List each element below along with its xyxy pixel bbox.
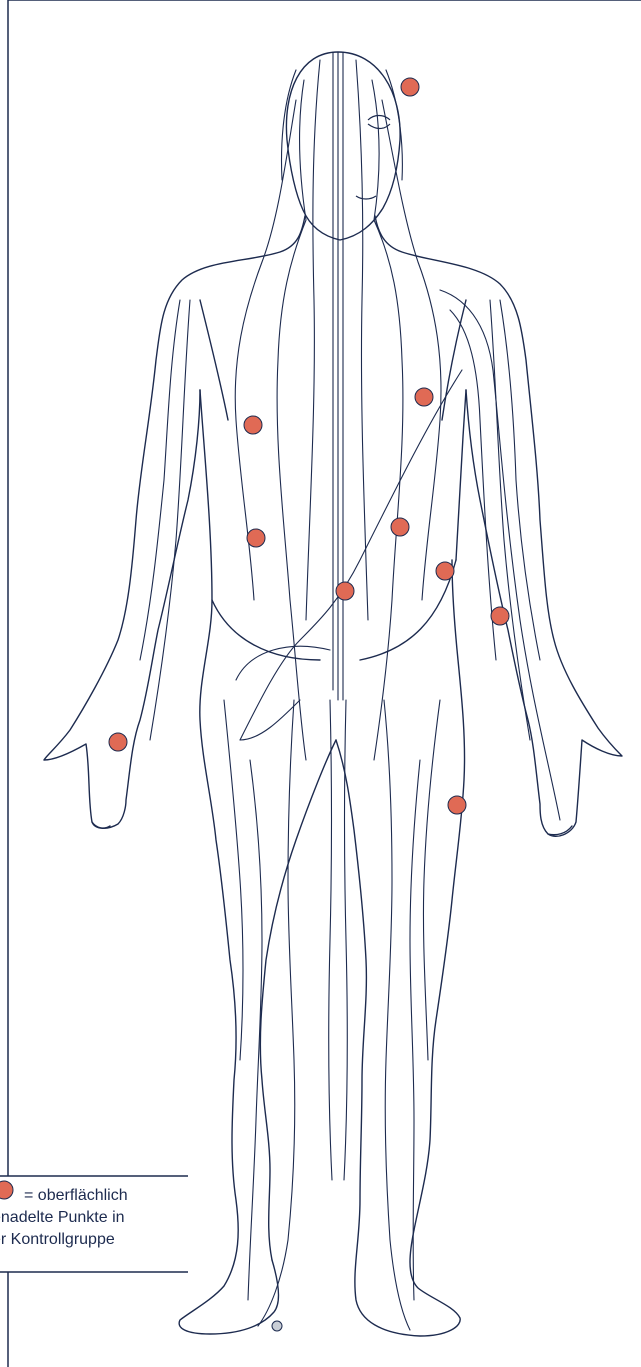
meridian-lines <box>140 52 560 1330</box>
control-point <box>272 1321 282 1331</box>
needle-point <box>436 562 454 580</box>
needle-point <box>336 582 354 600</box>
legend-line-3: er Kontrollgruppe <box>0 1229 123 1251</box>
needle-point <box>448 796 466 814</box>
legend-line-2: enadelte Punkte in <box>0 1207 133 1229</box>
needle-point <box>491 607 509 625</box>
needle-point <box>244 416 262 434</box>
needle-point <box>391 518 409 536</box>
legend-line-1: = oberflächlich <box>24 1185 128 1207</box>
needle-point <box>247 529 265 547</box>
needle-point <box>401 78 419 96</box>
needle-points <box>109 78 509 814</box>
needle-point <box>415 388 433 406</box>
legend: = oberflächlich enadelte Punkte in er Ko… <box>0 1179 188 1271</box>
needle-point <box>109 733 127 751</box>
